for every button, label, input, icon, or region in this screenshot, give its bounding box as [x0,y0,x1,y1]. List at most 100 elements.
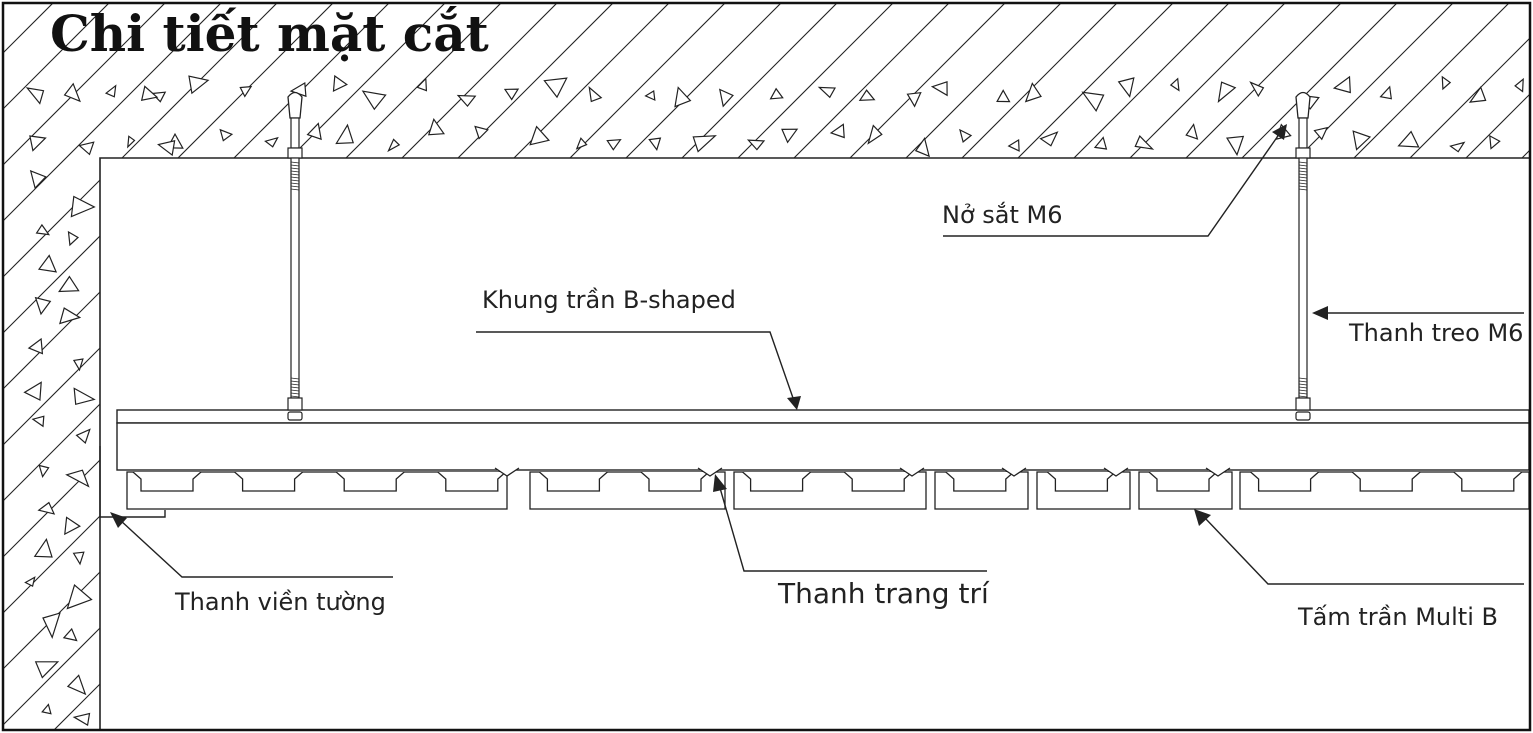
aggregate-mark [746,139,766,151]
aggregate-mark [930,80,948,97]
aggregate-mark [575,137,588,150]
concrete-boundary [99,157,1529,729]
deco-bar-joint [1103,467,1129,477]
anchor-nut [1295,147,1311,159]
hatch-line [471,4,1233,729]
aggregate-mark [416,77,428,92]
panel-clip [742,471,812,492]
leader-frame [476,331,794,399]
thread-mark [1298,395,1308,398]
panel-clip [1351,471,1421,492]
thread-mark [290,383,300,386]
aggregate-mark [1379,85,1393,100]
label-anchor: Nở sắt M6 [942,201,1063,229]
aggregate-mark [1397,130,1420,148]
aggregate-mark [503,88,520,101]
aggregate-mark [72,551,85,566]
hatch-line [4,4,729,729]
aggregate-mark [37,254,58,273]
aggregate-mark [62,627,78,642]
deco-bar-joint [697,467,723,477]
aggregate-mark [75,428,91,444]
arrow-wall-trim [110,512,127,528]
hatch-line [4,4,225,729]
label-panel: Tấm trần Multi B [1298,603,1498,631]
thread-mark [1298,386,1308,389]
aggregate-mark [23,381,42,401]
hatch-line [4,4,169,729]
aggregate-mark [1489,134,1501,150]
thread-mark [290,188,300,191]
arrow-deco-bar [713,474,727,492]
aggregate-mark [1081,91,1105,112]
aggregate-mark [78,141,95,156]
b-shaped-frame [116,409,1530,424]
aggregate-mark [264,136,279,148]
thread-mark [1298,389,1308,392]
leader-arrows [110,124,1328,528]
panel-clip [1453,471,1523,492]
aggregate-mark [306,122,322,141]
aggregate-mark [387,138,401,153]
multi-b-panels [126,467,1530,510]
aggregate-mark [543,77,568,99]
aggregate-mark [529,125,551,146]
leader-anchor [943,132,1281,237]
aggregate-mark [1117,77,1135,98]
hanger-clip [1295,411,1311,421]
aggregate-mark [1313,126,1329,141]
panel-clip [132,471,202,492]
anchor-head [1295,91,1311,119]
aggregate-mark [66,674,87,696]
aggregate-mark [27,337,44,355]
thread-mark [290,164,300,167]
thread-mark [290,173,300,176]
aggregate-mark [41,703,52,715]
aggregate-mark [456,94,477,108]
aggregate-mark [692,135,717,153]
thread-mark [290,185,300,188]
aggregate-mark [1332,75,1351,94]
aggregate-mark [188,75,210,95]
aggregate-mark [73,387,96,406]
thread-mark [1298,164,1308,167]
aggregate-mark [361,90,387,111]
aggregate-mark [34,296,52,316]
aggregate-mark [335,123,355,145]
aggregate-mark [66,584,93,610]
hanger-nut [287,397,303,411]
hanger-assembly [287,91,303,421]
panel-clip [1148,471,1218,492]
panel-clip [640,471,710,492]
aggregate-mark [239,85,253,98]
aggregate-mark [332,74,348,93]
aggregate-mark [648,137,662,152]
aggregate-mark [31,415,45,428]
aggregate-mark [644,90,656,101]
aggregate-mark [25,87,45,105]
aggregate-mark [474,125,489,140]
label-frame: Khung trần B-shaped [482,286,736,314]
thread-mark [1298,377,1308,380]
aggregate-mark [1352,130,1372,151]
m6-hangers [287,91,1311,421]
aggregate-mark [140,85,159,101]
thread-mark [290,161,300,164]
hatch-line [4,4,281,729]
arrow-anchor [1272,124,1287,140]
aggregate-mark [35,223,51,236]
aggregate-mark [1468,86,1487,103]
hatch-line [4,4,617,729]
aggregate-mark [34,661,60,679]
aggregate-mark [829,123,845,139]
aggregate-mark [1441,75,1452,91]
thread-mark [290,392,300,395]
aggregate-mark [1185,123,1199,140]
wall-trim [99,446,166,518]
aggregate-mark [72,358,84,372]
hatch-line [191,4,953,729]
aggregate-mark [1039,131,1059,147]
aggregate-mark [70,195,96,218]
aggregate-mark [157,140,176,157]
